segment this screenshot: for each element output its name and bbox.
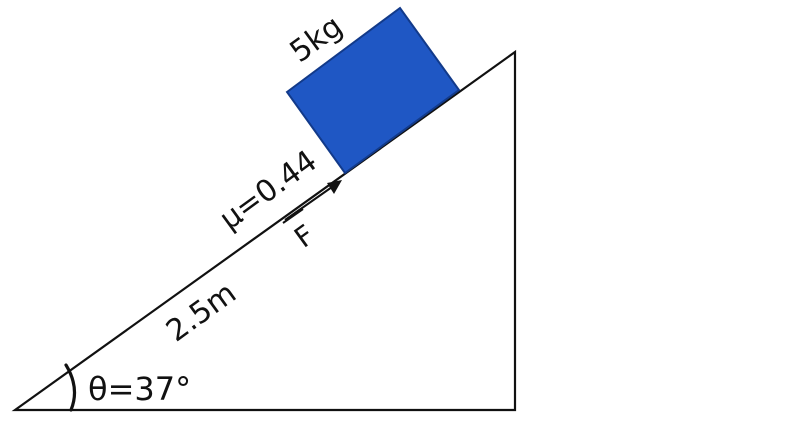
- incline-triangle: [11, 49, 517, 412]
- force-label: F: [288, 218, 320, 254]
- mass-block: [285, 6, 461, 175]
- force-arrow-line: [284, 186, 333, 221]
- force-vector-bar: [282, 208, 304, 224]
- length-label: 2.5m: [160, 276, 243, 350]
- friction-label: μ=0.44: [213, 144, 323, 238]
- force-arrowhead: [327, 180, 342, 194]
- angle-label: θ=37°: [88, 370, 191, 408]
- angle-arc: [64, 363, 77, 412]
